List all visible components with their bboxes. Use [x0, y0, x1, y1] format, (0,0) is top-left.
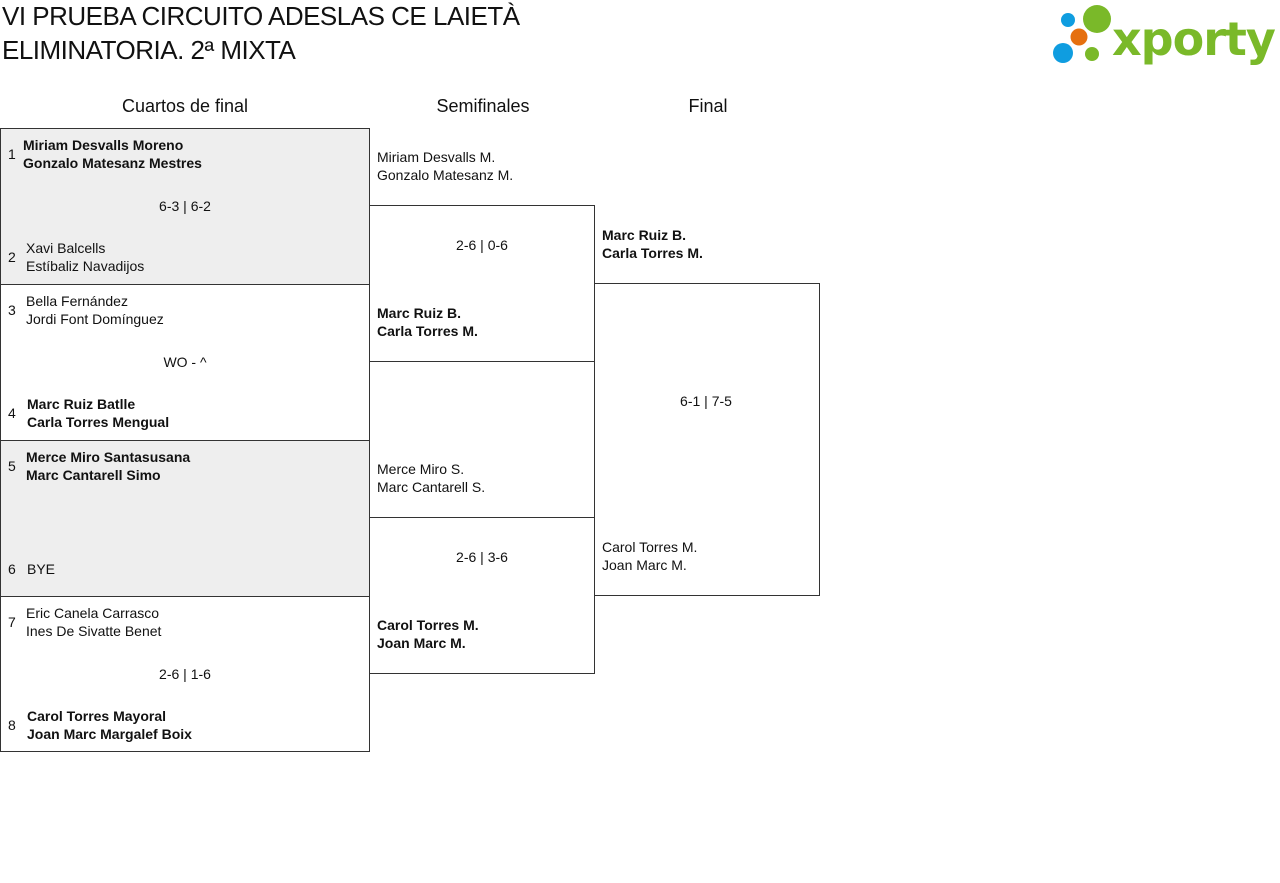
round-header-semifinals: Semifinales: [436, 96, 530, 116]
player-name: Bella Fernández: [26, 293, 128, 309]
seed: 1: [8, 146, 16, 162]
player-name: Joan Marc Margalef Boix: [27, 726, 192, 742]
player-name: Merce Miro Santasusana: [26, 449, 191, 465]
player-name: Ines De Sivatte Benet: [26, 623, 162, 639]
match-score: 2-6 | 1-6: [159, 666, 211, 682]
player-name: Estíbaliz Navadijos: [26, 258, 145, 274]
quarterfinal-match-4[interactable]: [0, 596, 370, 752]
page-title: VI PRUEBA CIRCUITO ADESLAS CE LAIETÀ: [2, 1, 520, 31]
logo-text: xporty: [1112, 12, 1276, 66]
player-name: BYE: [27, 561, 56, 577]
round-header-final: Final: [688, 96, 728, 116]
player-name: Carla Torres M.: [602, 245, 703, 261]
player-name: Jordi Font Domínguez: [26, 311, 164, 327]
player-name: Carol Torres M.: [602, 539, 698, 555]
player-name: Gonzalo Matesanz Mestres: [23, 155, 202, 171]
player-name: Xavi Balcells: [26, 240, 106, 256]
player-name: Carol Torres M.: [377, 617, 479, 633]
player-name: Marc Ruiz Batlle: [27, 396, 136, 412]
player-name: Marc Cantarell S.: [377, 479, 486, 495]
match-score: WO - ^: [163, 354, 207, 370]
player-name: Gonzalo Matesanz M.: [377, 167, 514, 183]
match-score: 6-1 | 7-5: [680, 393, 732, 409]
logo-dots-icon: xporty: [1053, 5, 1277, 66]
xporty-logo[interactable]: xporty: [1050, 4, 1277, 68]
player-name: Joan Marc M.: [602, 557, 687, 573]
seed: 4: [8, 405, 16, 421]
seed: 3: [8, 302, 16, 318]
player-name: Carla Torres M.: [377, 323, 478, 339]
seed: 2: [8, 249, 16, 265]
player-name: Miriam Desvalls Moreno: [23, 137, 184, 153]
player-name: Joan Marc M.: [377, 635, 466, 651]
player-name: Marc Ruiz B.: [377, 305, 462, 321]
quarterfinal-match-3[interactable]: [0, 440, 370, 597]
seed: 8: [8, 717, 16, 733]
player-name: Carol Torres Mayoral: [27, 708, 167, 724]
player-name: Marc Ruiz B.: [602, 227, 687, 243]
seed: 7: [8, 614, 16, 630]
player-name: Marc Cantarell Simo: [26, 467, 161, 483]
quarterfinal-match-1[interactable]: [0, 128, 370, 285]
player-name: Carla Torres Mengual: [27, 414, 170, 430]
match-score: 2-6 | 3-6: [456, 549, 508, 565]
match-score: 2-6 | 0-6: [456, 237, 508, 253]
page-subtitle: ELIMINATORIA. 2ª MIXTA: [2, 35, 296, 65]
final-match[interactable]: [594, 283, 820, 596]
seed: 6: [8, 561, 16, 577]
round-header-quarterfinals: Cuartos de final: [121, 96, 249, 116]
seed: 5: [8, 458, 16, 474]
match-score: 6-3 | 6-2: [159, 198, 211, 214]
player-name: Merce Miro S.: [377, 461, 465, 477]
player-name: Miriam Desvalls M.: [377, 149, 496, 165]
player-name: Eric Canela Carrasco: [26, 605, 160, 621]
